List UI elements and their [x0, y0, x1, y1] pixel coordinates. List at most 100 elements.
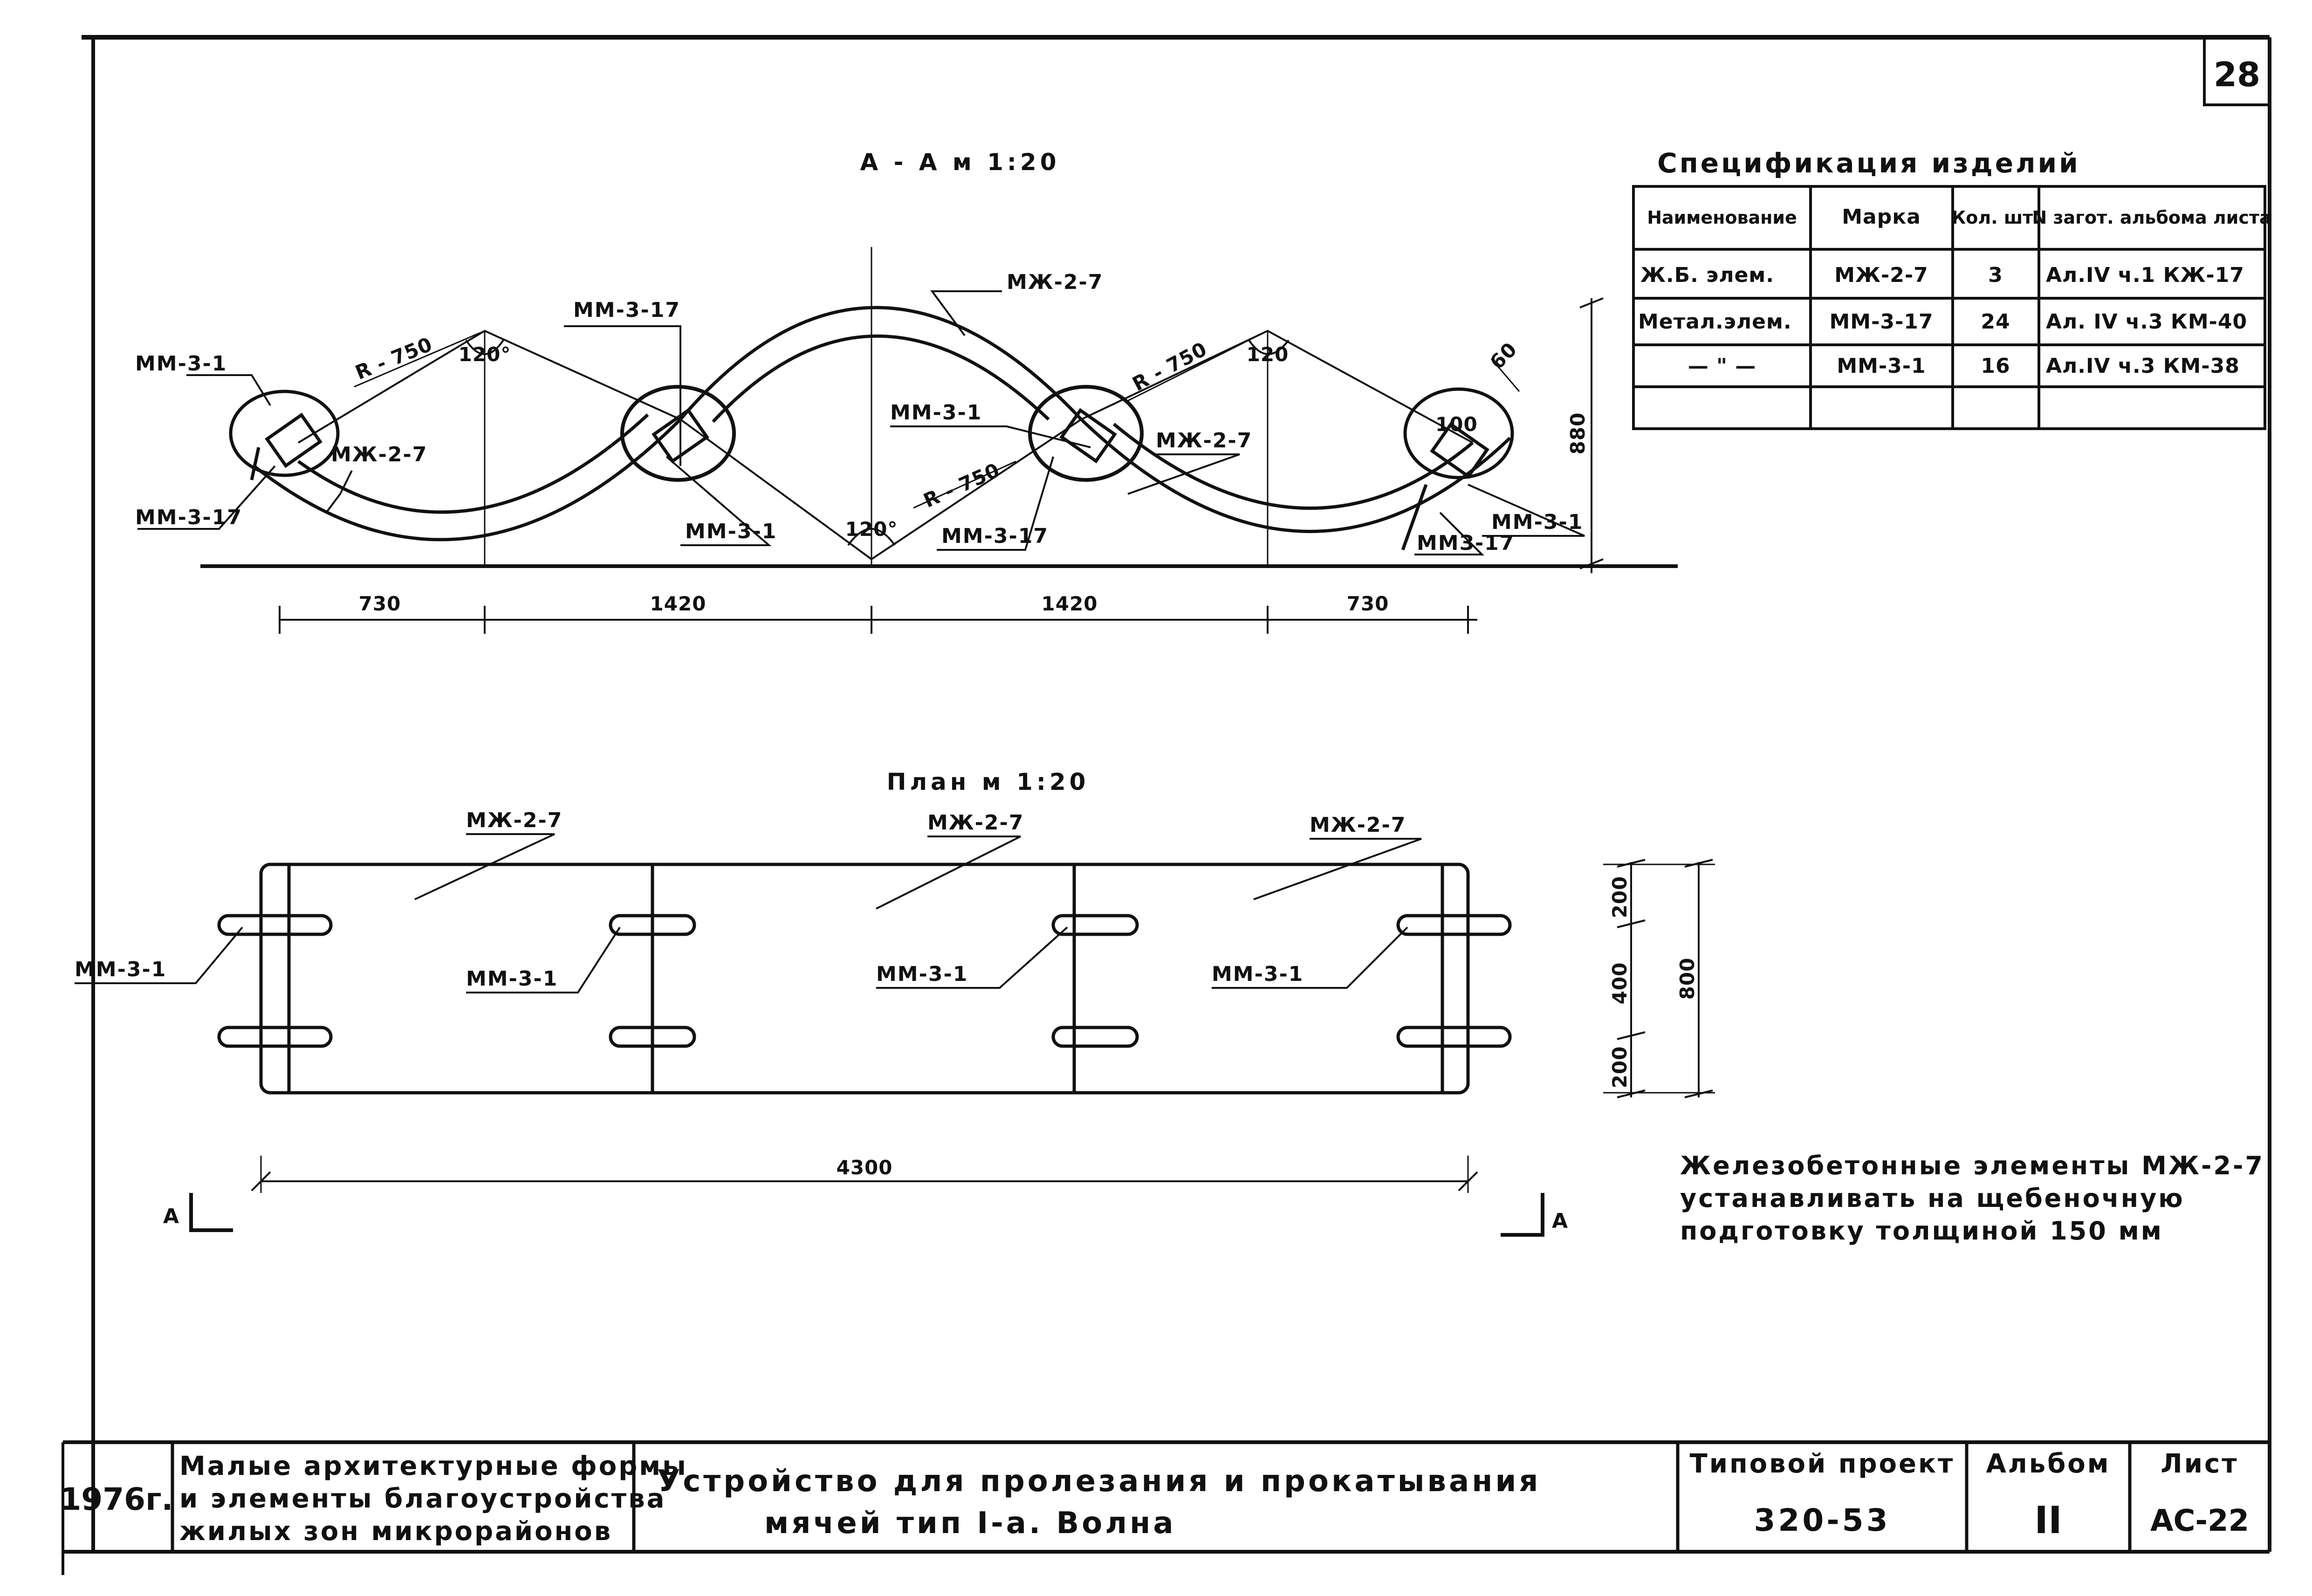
plan-clamp-1 — [217, 914, 333, 936]
stamp-series-1: Малые архитектурные формы — [179, 1451, 688, 1481]
plan-clamp-label-4: ММ-3-1 — [1212, 962, 1304, 986]
dim-label-3: 1420 — [1042, 592, 1098, 615]
angle-arc-3 — [1248, 339, 1290, 355]
spec-row2-ref: Ал. IV ч.3 КМ-40 — [2046, 310, 2247, 334]
label-mm317-a: ММ-3-17 — [135, 506, 242, 529]
spec-row3-mark: ММ-3-1 — [1837, 354, 1926, 378]
dim-plan-width-tick-2 — [1684, 1089, 1713, 1098]
plan-title: План м 1:20 — [887, 768, 1090, 795]
radius-label-1: R - 750 — [352, 333, 435, 384]
plan-clamp-label-3: ММ-3-1 — [876, 962, 968, 986]
leader-panel-1 — [414, 833, 555, 900]
dim-height-tick-top — [1579, 297, 1604, 308]
clamp-section-4 — [1403, 387, 1514, 479]
section-view — [137, 247, 1678, 634]
note-line-2: устанавливать на щебеночную — [1680, 1184, 2185, 1213]
leader-clamp-2 — [466, 926, 621, 993]
section-end-left — [250, 447, 261, 480]
spec-table-grid — [1632, 185, 2266, 430]
clamp-plate-1 — [265, 412, 322, 468]
leader-mzh27-b — [1127, 453, 1240, 495]
dim-label-1: 730 — [359, 592, 401, 615]
plan-clamp-7 — [1396, 914, 1512, 936]
angle-arc-2 — [847, 528, 896, 546]
dim-plan-width-tick-1 — [1684, 859, 1713, 868]
plan-width-label: 800 — [1676, 958, 1699, 1000]
cut-mark-left — [189, 1193, 233, 1232]
spec-row2-qty: 24 — [1981, 310, 2010, 334]
leader-mzh27-top — [930, 290, 1002, 336]
cut-label-right: А — [1552, 1209, 1569, 1233]
label-mzh27-b: МЖ-2-7 — [1156, 429, 1252, 452]
leader-mm31-b — [665, 456, 772, 546]
label-mm31-b: ММ-3-1 — [685, 520, 777, 543]
leader-mm317-d — [1414, 512, 1484, 555]
plan-panel-label-3: МЖ-2-7 — [1310, 813, 1406, 837]
note-line-1: Железобетонные элементы МЖ-2-7 — [1680, 1151, 2264, 1180]
spec-header-name: Наименование — [1647, 207, 1797, 228]
leader-mm31-d — [1468, 484, 1585, 537]
sheet-frame — [62, 35, 2271, 1575]
clamp-section-1 — [229, 390, 340, 477]
spec-row1-name: Ж.Б. элем. — [1640, 263, 1774, 287]
clamp-plate-4 — [1430, 422, 1489, 479]
leader-mm317-a — [137, 465, 276, 530]
label-mm317-d: ММЗ-17 — [1417, 531, 1515, 555]
radius-label-2: R - 750 — [920, 459, 1003, 512]
spec-row2-mark: ММ-3-17 — [1830, 310, 1934, 334]
stamp-year: 1976г. — [60, 1481, 173, 1517]
spec-row1-qty: 3 — [1988, 263, 2003, 287]
angle-label-3: 120 — [1247, 343, 1289, 366]
offset-marker — [1490, 358, 1520, 392]
stamp-album: II — [2034, 1499, 2062, 1542]
leader-mm31-a — [186, 374, 271, 406]
plan-outline — [259, 863, 1470, 1095]
label-mm31-d: ММ-3-1 — [1491, 510, 1583, 534]
label-mm31-a: ММ-3-1 — [135, 352, 227, 376]
angle-label-4: 100 — [1435, 413, 1478, 436]
dim-height-tick-bot — [1579, 558, 1604, 569]
plan-dim-v-3: 200 — [1608, 1046, 1631, 1089]
stamp-series-3: жилых зон микрорайонов — [179, 1516, 612, 1547]
leader-mm317-b — [564, 325, 681, 466]
stamp-album-label: Альбом — [1986, 1449, 2110, 1479]
plan-dim-v-2: 400 — [1608, 962, 1631, 1005]
plan-clamp-3 — [609, 914, 696, 936]
dim-plan-v-tick-4 — [1617, 1089, 1646, 1098]
clamp-plate-3 — [1059, 408, 1117, 464]
plan-dim-v-1: 200 — [1608, 876, 1631, 918]
plan-length-label: 4300 — [837, 1156, 893, 1179]
label-mm317-b: ММ-3-17 — [573, 298, 680, 322]
stamp-series-2: и элементы благоустройства — [179, 1484, 666, 1514]
label-mm31-c: ММ-3-1 — [890, 401, 982, 425]
plan-view — [75, 833, 1715, 1237]
plan-clamp-2 — [217, 1026, 333, 1048]
radius-leader-3 — [1127, 330, 1268, 402]
leader-mm317-c — [937, 456, 1054, 551]
dim-plan-v-tick-3 — [1617, 1031, 1646, 1040]
spec-header-mark: Марка — [1842, 205, 1921, 229]
leader-panel-2 — [876, 836, 1021, 910]
stamp-title-2: мячей тип I-а. Волна — [764, 1506, 1176, 1541]
leader-mm31-c — [890, 425, 1091, 448]
plan-clamp-label-1: ММ-3-1 — [75, 958, 166, 981]
spec-row1-mark: МЖ-2-7 — [1834, 263, 1928, 287]
label-mm317-c: ММ-3-17 — [941, 524, 1049, 548]
clamp-plate-2 — [652, 408, 709, 464]
leader-panel-3 — [1253, 838, 1422, 900]
height-label: 880 — [1566, 412, 1589, 455]
offset-label: 60 — [1485, 338, 1521, 374]
angle-label-2: 120° — [845, 518, 898, 541]
clamp-section-3 — [1028, 385, 1144, 482]
plan-panel-label-1: МЖ-2-7 — [466, 808, 563, 832]
clamp-section-2 — [620, 385, 736, 482]
spec-row3-name: — " — — [1688, 354, 1756, 378]
stamp-title-1: Устройство для пролезания и прокатывания — [657, 1464, 1541, 1499]
cut-label-left: А — [163, 1205, 180, 1228]
leader-clamp-1 — [75, 926, 243, 984]
stamp-sheet-label: Лист — [2161, 1449, 2238, 1479]
spec-title: Спецификация изделий — [1657, 147, 2080, 179]
stamp-project: 320-53 — [1754, 1502, 1890, 1538]
dim-label-2: 1420 — [650, 592, 707, 615]
